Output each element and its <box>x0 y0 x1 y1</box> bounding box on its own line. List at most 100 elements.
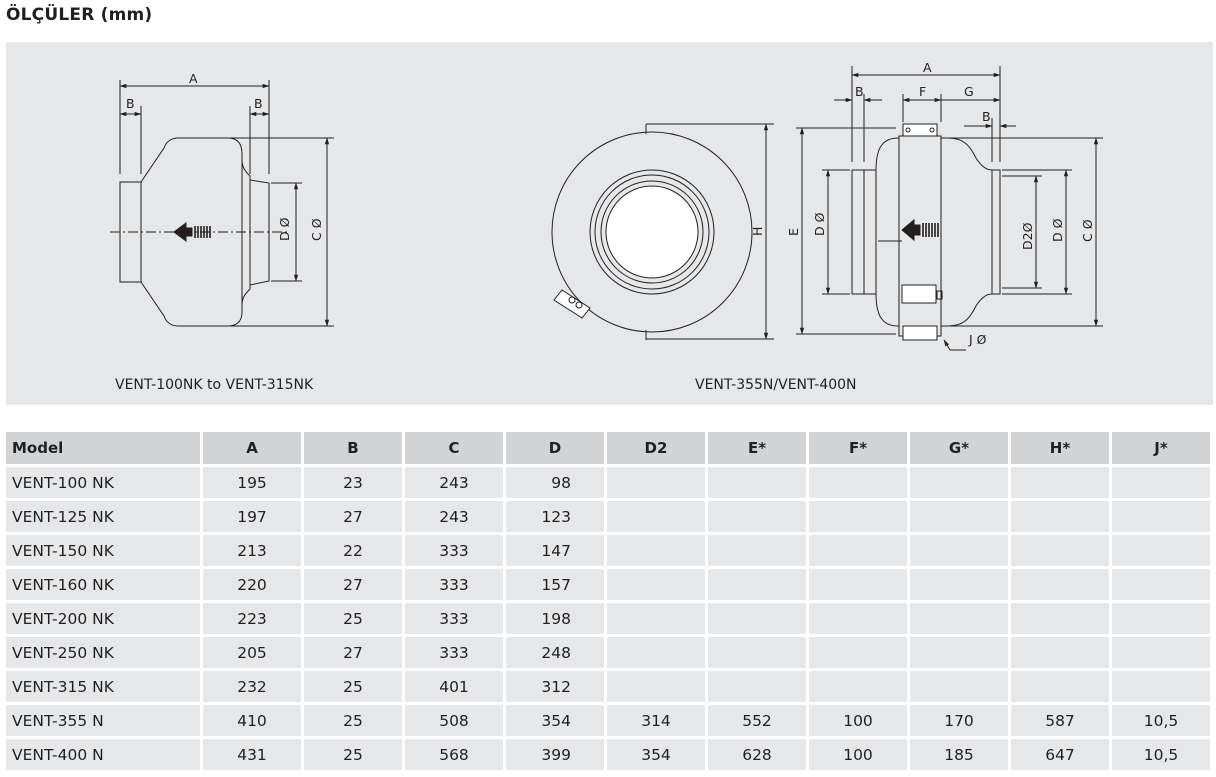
left-c-label: C Ø <box>309 218 324 241</box>
cell-c: 333 <box>405 603 503 634</box>
cell-model: VENT-250 NK <box>6 637 200 668</box>
cell-f <box>809 535 907 566</box>
cell-g <box>910 671 1008 702</box>
left-drawing-caption: VENT-100NK to VENT-315NK <box>115 377 314 393</box>
header-a: A <box>203 432 301 464</box>
cell-model: VENT-100 NK <box>6 467 200 498</box>
cell-j <box>1112 569 1210 600</box>
cell-f <box>809 467 907 498</box>
cell-d2 <box>607 603 705 634</box>
dimension-drawings-panel: A B B D Ø C Ø H A B F G B E D Ø D2Ø D Ø … <box>6 42 1213 405</box>
cell-g: 185 <box>910 739 1008 770</box>
cell-e <box>708 501 806 532</box>
cell-d: 198 <box>506 603 604 634</box>
cell-g <box>910 637 1008 668</box>
left-b2-label: B <box>254 96 263 111</box>
cell-j <box>1112 535 1210 566</box>
cell-model: VENT-400 N <box>6 739 200 770</box>
cell-g: 170 <box>910 705 1008 736</box>
cell-model: VENT-160 NK <box>6 569 200 600</box>
cell-d2 <box>607 671 705 702</box>
cell-a: 197 <box>203 501 301 532</box>
cell-h <box>1011 569 1109 600</box>
cell-e <box>708 671 806 702</box>
cell-d2 <box>607 501 705 532</box>
cell-d: 98 <box>506 467 604 498</box>
cell-j <box>1112 467 1210 498</box>
cell-a: 431 <box>203 739 301 770</box>
cell-g <box>910 501 1008 532</box>
header-j: J* <box>1112 432 1210 464</box>
cell-d: 157 <box>506 569 604 600</box>
cell-d: 312 <box>506 671 604 702</box>
cell-d2: 354 <box>607 739 705 770</box>
cell-e <box>708 467 806 498</box>
cell-a: 205 <box>203 637 301 668</box>
cell-model: VENT-150 NK <box>6 535 200 566</box>
header-d: D <box>506 432 604 464</box>
cell-b: 25 <box>304 705 402 736</box>
cell-e: 552 <box>708 705 806 736</box>
cell-c: 243 <box>405 501 503 532</box>
cell-c: 333 <box>405 535 503 566</box>
cell-c: 243 <box>405 467 503 498</box>
cell-c: 568 <box>405 739 503 770</box>
large-fan-side-view <box>796 66 1103 351</box>
cell-j <box>1112 603 1210 634</box>
left-d-label: D Ø <box>277 217 292 241</box>
cell-b: 27 <box>304 637 402 668</box>
cell-h <box>1011 637 1109 668</box>
right-h-label: H <box>750 227 765 236</box>
left-a-label: A <box>189 71 198 86</box>
cell-c: 333 <box>405 569 503 600</box>
cell-j <box>1112 501 1210 532</box>
cell-d2: 314 <box>607 705 705 736</box>
cell-d2 <box>607 569 705 600</box>
cell-d2 <box>607 535 705 566</box>
small-fan-side-view <box>110 80 334 327</box>
cell-f <box>809 671 907 702</box>
cell-model: VENT-355 N <box>6 705 200 736</box>
left-b-label: B <box>126 96 135 111</box>
cell-d: 354 <box>506 705 604 736</box>
header-d2: D2 <box>607 432 705 464</box>
header-e: E* <box>708 432 806 464</box>
cell-a: 410 <box>203 705 301 736</box>
cell-b: 23 <box>304 467 402 498</box>
cell-e <box>708 569 806 600</box>
cell-h <box>1011 501 1109 532</box>
cell-model: VENT-200 NK <box>6 603 200 634</box>
cell-d2 <box>607 637 705 668</box>
cell-b: 25 <box>304 739 402 770</box>
page-title: ÖLÇÜLER (mm) <box>6 5 153 25</box>
header-b: B <box>304 432 402 464</box>
header-g: G* <box>910 432 1008 464</box>
cell-b: 22 <box>304 535 402 566</box>
cell-e <box>708 637 806 668</box>
right-g-label: G <box>964 84 974 99</box>
cell-a: 232 <box>203 671 301 702</box>
header-c: C <box>405 432 503 464</box>
cell-b: 25 <box>304 671 402 702</box>
right-d-label: D Ø <box>812 212 827 236</box>
cell-model: VENT-315 NK <box>6 671 200 702</box>
cell-a: 213 <box>203 535 301 566</box>
cell-f: 100 <box>809 705 907 736</box>
cell-h <box>1011 535 1109 566</box>
right-d-right-label: D Ø <box>1050 218 1065 242</box>
cell-c: 333 <box>405 637 503 668</box>
cell-c: 508 <box>405 705 503 736</box>
cell-f: 100 <box>809 739 907 770</box>
cell-j: 10,5 <box>1112 739 1210 770</box>
cell-g <box>910 603 1008 634</box>
header-model: Model <box>6 432 200 464</box>
cell-h <box>1011 671 1109 702</box>
header-h: H* <box>1011 432 1109 464</box>
cell-g <box>910 467 1008 498</box>
right-d2-label: D2Ø <box>1020 222 1035 250</box>
